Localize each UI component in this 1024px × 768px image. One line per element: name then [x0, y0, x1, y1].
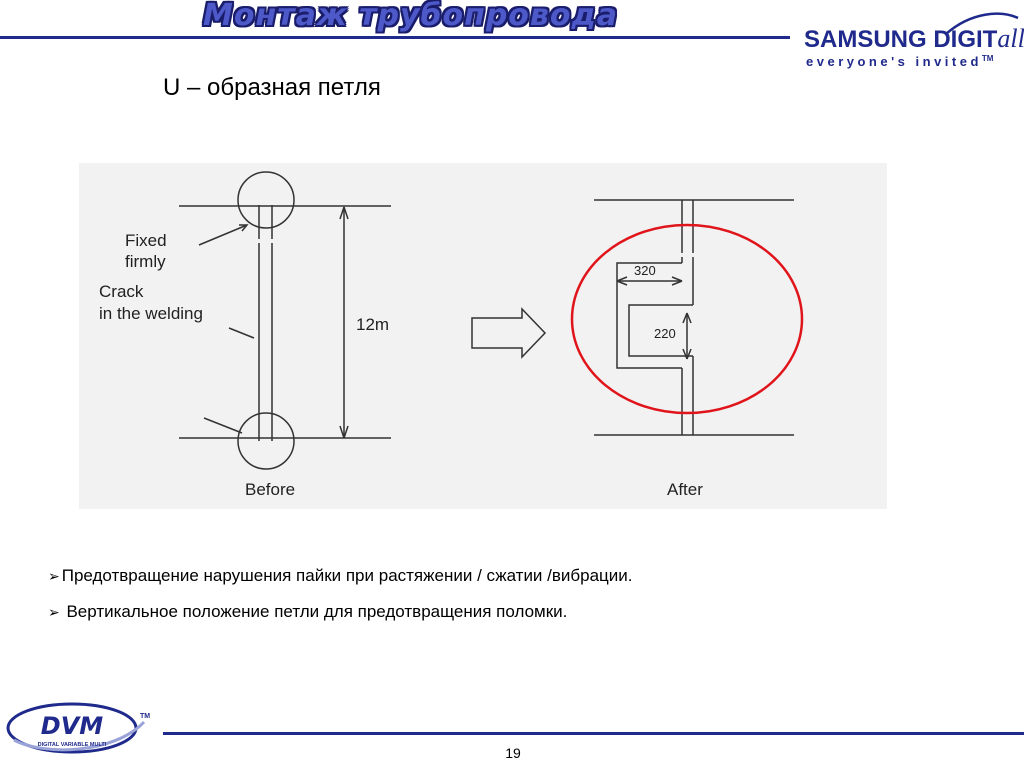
dim-320-arrow-left — [616, 276, 628, 286]
header-title: Монтаж трубопровода — [203, 0, 618, 33]
dvm-logo-swoosh-icon — [13, 720, 146, 752]
brand-swoosh-icon — [945, 12, 1019, 35]
bullet-arrow-icon: ➢ — [48, 569, 60, 585]
bullet-text: Вертикальное положение петли для предотв… — [61, 602, 568, 621]
brand-tagline: everyone's invitedTM — [806, 54, 994, 69]
dim-320-arrow-right — [671, 276, 683, 286]
dvm-logo-tm: TM — [140, 713, 150, 720]
dvm-logo-subtext: DIGITAL VARIABLE MULTI — [38, 742, 107, 748]
u-loop-diagram: Fixed firmly Crack in the welding 12m Be… — [79, 163, 887, 509]
highlight-ellipse — [570, 223, 804, 415]
after-loop-inner — [628, 304, 693, 357]
fixed-firmly-leader — [198, 224, 248, 246]
before-top-joint-circle — [237, 171, 295, 229]
before-after-arrow-icon — [471, 307, 547, 359]
bottom-joint-leader — [203, 417, 243, 434]
dvm-logo: DVM DIGITAL VARIABLE MULTI TM — [6, 702, 150, 754]
fixed-firmly-leader-head — [239, 224, 249, 232]
label-dim-220: 220 — [654, 326, 676, 341]
slide-title: U – образная петля — [163, 74, 381, 101]
label-after: After — [667, 480, 703, 499]
label-crack-line2: in the welding — [99, 304, 203, 323]
brand-name: SAMSUNG DIGITall — [804, 24, 1024, 53]
bullet-list: ➢Предотвращение нарушения пайки при раст… — [48, 565, 948, 637]
bullet-item: ➢Предотвращение нарушения пайки при раст… — [48, 565, 948, 588]
page-number: 19 — [505, 745, 521, 761]
dim-220-arrow-bottom — [682, 348, 692, 360]
bullet-item: ➢ Вертикальное положение петли для предо… — [48, 601, 948, 624]
bullet-text: Предотвращение нарушения пайки при растя… — [61, 566, 633, 585]
label-before: Before — [245, 480, 295, 499]
samsung-brand-logo: SAMSUNG DIGITall everyone's invitedTM — [796, 12, 1024, 72]
label-length: 12m — [356, 315, 389, 334]
footer-divider — [163, 732, 1024, 735]
diagram-background — [79, 163, 887, 509]
crack-leader — [228, 327, 255, 339]
label-fixed-line2: firmly — [125, 252, 166, 271]
dvm-logo-text: DVM — [41, 712, 103, 740]
label-fixed-line1: Fixed — [125, 231, 167, 250]
before-length-arrow-bottom — [339, 425, 349, 439]
before-bottom-joint-circle — [237, 412, 295, 470]
header-divider — [0, 36, 790, 39]
before-length-arrow-top — [339, 206, 349, 220]
label-crack-line1: Crack — [99, 282, 144, 301]
dim-220-arrow-top — [682, 312, 692, 324]
after-loop-outer — [616, 262, 682, 369]
bullet-arrow-icon: ➢ — [48, 605, 60, 621]
label-dim-320: 320 — [634, 263, 656, 278]
